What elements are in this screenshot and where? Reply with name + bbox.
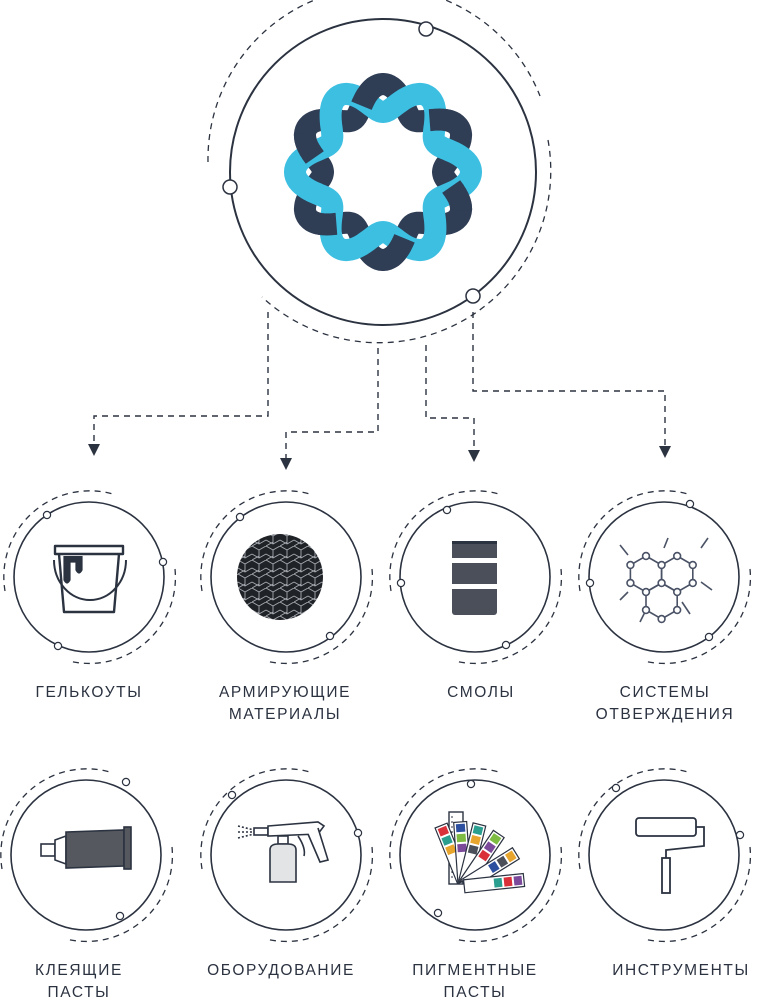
barrel-icon bbox=[450, 541, 499, 615]
category-rings bbox=[0, 490, 752, 943]
category-label-tools[interactable]: ИНСТРУМЕНТЫ bbox=[612, 962, 750, 979]
category-label-equipment[interactable]: ОБОРУДОВАНИЕ bbox=[207, 962, 355, 979]
molecule-icon bbox=[619, 537, 713, 624]
fiber-mesh-icon bbox=[237, 534, 323, 620]
main-logo-node bbox=[207, 0, 552, 344]
star-knot-logo-icon bbox=[284, 73, 482, 271]
color-swatch-fan-icon bbox=[434, 811, 526, 894]
category-label-gelcoats[interactable]: ГЕЛЬКОУТЫ bbox=[35, 684, 143, 701]
paint-bucket-icon bbox=[53, 544, 127, 614]
spray-gun-icon bbox=[237, 821, 330, 883]
connector-arrowheads bbox=[88, 444, 671, 470]
category-label-resins[interactable]: СМОЛЫ bbox=[447, 684, 515, 701]
paint-roller-icon bbox=[635, 817, 705, 894]
paste-tube-icon bbox=[40, 826, 132, 870]
connector-lines bbox=[93, 312, 666, 460]
